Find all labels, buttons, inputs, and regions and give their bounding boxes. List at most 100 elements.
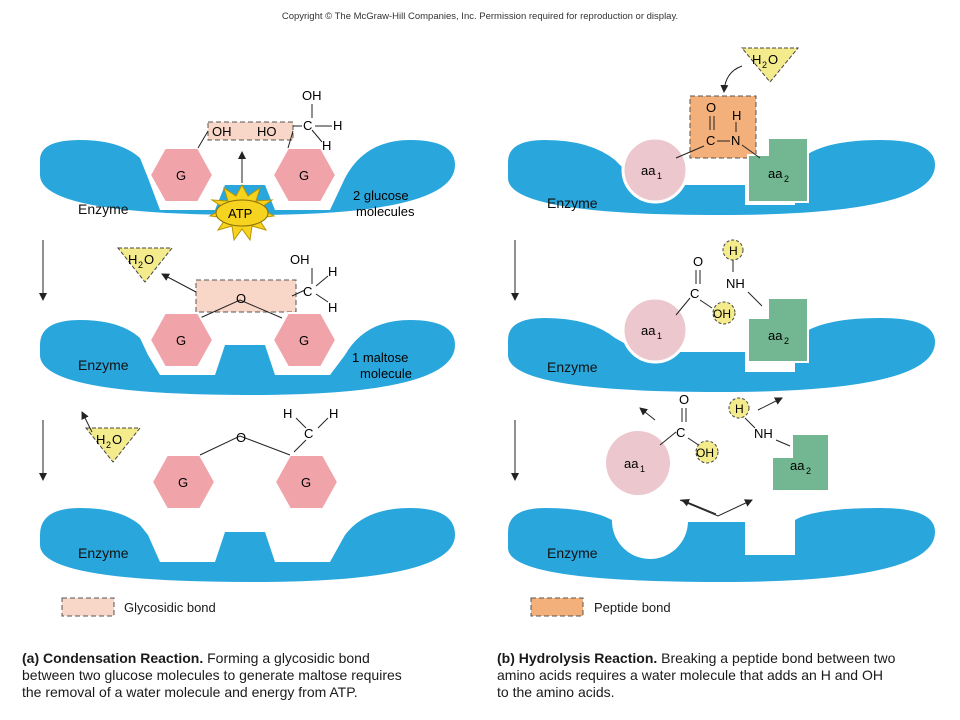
- enzyme-row2-right: Enzyme: [508, 318, 935, 392]
- svg-text:aa: aa: [790, 458, 805, 473]
- carbon-label: C: [706, 133, 715, 148]
- svg-text:G: G: [299, 333, 309, 348]
- oh-group-circle: [712, 301, 736, 325]
- legend-glycosidic-label: Glycosidic bond: [124, 600, 216, 615]
- svg-text:aa: aa: [768, 166, 783, 181]
- water-icon: H 2 O: [740, 47, 800, 83]
- svg-text:Enzyme: Enzyme: [78, 357, 129, 373]
- amino-acid-2-r1: aa 2: [747, 137, 809, 203]
- step2-note-line2: molecule: [360, 366, 412, 381]
- svg-text:aa: aa: [641, 323, 656, 338]
- step1-note-line2: molecules: [356, 204, 415, 219]
- glucose-left-r1: G: [148, 147, 215, 203]
- caption-condensation: (a) Condensation Reaction. Forming a gly…: [22, 650, 462, 701]
- glucose-right-r2: G: [271, 312, 338, 368]
- glycosidic-bond-box: [195, 279, 297, 313]
- svg-text:G: G: [178, 475, 188, 490]
- oh-label: OH: [212, 124, 232, 139]
- caption-condensation-title: (a) Condensation Reaction.: [22, 650, 204, 666]
- svg-text:G: G: [301, 475, 311, 490]
- oh-label: OH: [302, 88, 322, 103]
- svg-text:Enzyme: Enzyme: [547, 545, 598, 561]
- svg-text:O: O: [144, 252, 154, 267]
- glucose-left-r3: G: [150, 454, 217, 510]
- svg-text:2: 2: [806, 466, 811, 476]
- enzyme-row3-left: Enzyme: [40, 508, 455, 582]
- caption-hydrolysis: (b) Hydrolysis Reaction. Breaking a pept…: [497, 650, 947, 701]
- glucose-right-r3: G: [273, 454, 340, 510]
- h-label: H: [328, 300, 337, 315]
- enzyme-row1-left: Enzyme: [40, 140, 455, 217]
- caption-condensation-line2: between two glucose molecules to generat…: [22, 667, 402, 683]
- caption-hydrolysis-line2: amino acids requires a water molecule th…: [497, 667, 883, 683]
- h-label: H: [322, 138, 331, 153]
- svg-text:2: 2: [106, 440, 111, 450]
- water-icon: H 2 O: [84, 427, 142, 463]
- peptide-bond-box: [689, 95, 757, 159]
- nh-label: NH: [754, 426, 773, 441]
- svg-text:aa: aa: [641, 163, 656, 178]
- enzyme-row2-left: Enzyme: [40, 320, 455, 395]
- glucose-left-r2: G: [148, 312, 215, 368]
- svg-text:O: O: [112, 432, 122, 447]
- svg-text:G: G: [176, 168, 186, 183]
- nh-label: NH: [726, 276, 745, 291]
- legend-peptide-label: Peptide bond: [594, 600, 671, 615]
- oh-label: OH: [290, 252, 310, 267]
- h-label: H: [283, 406, 292, 421]
- oh-group-circle: [695, 440, 719, 464]
- svg-text:O: O: [768, 52, 778, 67]
- svg-text:2: 2: [138, 260, 143, 270]
- caption-condensation-line1: Forming a glycosidic bond: [203, 650, 370, 666]
- amino-acid-1-r3: aa 1: [606, 431, 670, 495]
- legend-glycosidic-swatch: [61, 597, 115, 617]
- caption-hydrolysis-line1: Breaking a peptide bond between two: [657, 650, 896, 666]
- h-label: H: [729, 244, 738, 258]
- svg-text:H: H: [128, 252, 137, 267]
- svg-text:aa: aa: [768, 328, 783, 343]
- atp-icon: ATP: [208, 183, 276, 242]
- ho-label: HO: [257, 124, 277, 139]
- svg-text:2: 2: [762, 60, 767, 70]
- oxygen-label: O: [706, 100, 716, 115]
- amino-acid-1-r2: aa 1: [621, 296, 689, 364]
- legend-peptide-swatch: [530, 597, 584, 617]
- h-label: H: [333, 118, 342, 133]
- caption-hydrolysis-title: (b) Hydrolysis Reaction.: [497, 650, 658, 666]
- carbon-label: C: [304, 426, 313, 441]
- h-label: H: [329, 406, 338, 421]
- h-label: H: [732, 108, 741, 123]
- enzyme-label: Enzyme: [78, 201, 129, 217]
- svg-text:G: G: [176, 333, 186, 348]
- svg-text:H: H: [96, 432, 105, 447]
- svg-text:Enzyme: Enzyme: [547, 195, 598, 211]
- step2-note-line1: 1 maltose: [352, 350, 408, 365]
- carbon-label: C: [303, 118, 312, 133]
- oxygen-label: O: [236, 430, 246, 445]
- glucose-right-r1: G: [271, 147, 338, 203]
- svg-text:G: G: [299, 168, 309, 183]
- h-label: H: [735, 402, 744, 416]
- caption-condensation-line3: the removal of a water molecule and ener…: [22, 684, 358, 700]
- h-label: H: [328, 264, 337, 279]
- svg-text:ATP: ATP: [228, 206, 252, 221]
- h-atom-circle: [728, 397, 750, 419]
- enzyme-shape: [40, 140, 455, 215]
- enzyme-row3-right: Enzyme: [508, 508, 935, 582]
- carbon-label: C: [303, 284, 312, 299]
- oxygen-label: O: [236, 291, 246, 306]
- amino-acid-2-r3: aa 2: [773, 435, 828, 490]
- svg-text:1: 1: [640, 464, 645, 474]
- copyright-notice: Copyright © The McGraw-Hill Companies, I…: [281, 11, 679, 22]
- svg-text:Enzyme: Enzyme: [547, 359, 598, 375]
- water-icon: H 2 O: [116, 247, 174, 283]
- svg-text:aa: aa: [624, 456, 639, 471]
- amino-acid-2-r2: aa 2: [747, 297, 809, 363]
- carbon-label: C: [676, 425, 685, 440]
- svg-text:1: 1: [657, 331, 662, 341]
- svg-text:2: 2: [784, 336, 789, 346]
- oxygen-label: O: [693, 254, 703, 269]
- oh-label: OH: [713, 307, 731, 321]
